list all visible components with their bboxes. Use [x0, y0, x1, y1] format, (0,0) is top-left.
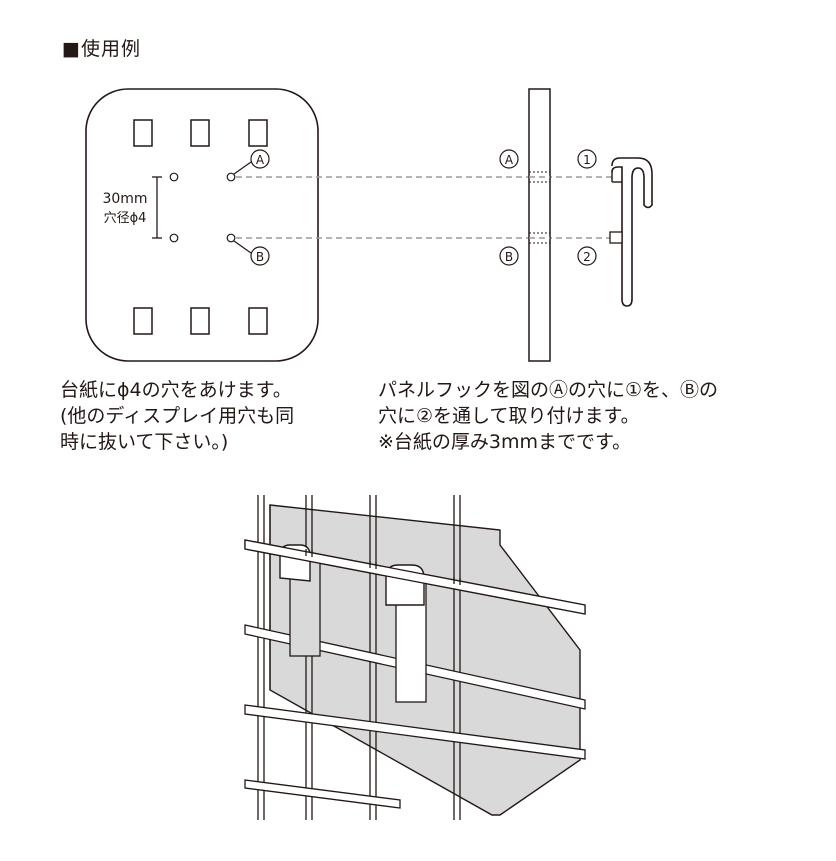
caption-right: パネルフックを図のⒶの穴に①を、Ⓑの 穴に②を通して取り付けます。 ※台紙の厚み…	[378, 379, 719, 453]
card-outline	[85, 88, 319, 362]
display-hole	[190, 119, 210, 147]
panel-hook-icon: 1 2	[577, 149, 653, 307]
dimension-label: 30mm	[102, 191, 147, 207]
marker-a-icon	[250, 149, 270, 169]
display-hole	[133, 119, 153, 147]
display-hole	[190, 307, 210, 335]
hook-hole-b	[226, 233, 236, 243]
display-hole	[248, 307, 268, 335]
hook-hole	[169, 172, 179, 182]
side-marker-b-icon	[499, 246, 519, 266]
side-marker-b-label: B	[505, 250, 513, 264]
step-2-icon	[577, 246, 597, 266]
guide-lines	[236, 176, 612, 239]
hook-hole-a	[226, 172, 236, 182]
step-1-label: 1	[583, 153, 591, 167]
step-2-label: 2	[583, 250, 591, 264]
hole-diameter-label: 穴径ϕ4	[104, 211, 147, 226]
marker-a-label: A	[256, 153, 265, 167]
card-front-view: 30mm 穴径ϕ4 A B	[85, 88, 319, 362]
step-1-icon	[577, 149, 597, 169]
page-title: ■使用例	[62, 38, 141, 60]
marker-b-label: B	[256, 250, 264, 264]
wire-mesh-illustration	[244, 495, 586, 820]
display-hole	[133, 307, 153, 335]
marker-b-icon	[250, 246, 270, 266]
hook-hole	[169, 233, 179, 243]
side-marker-a-label: A	[505, 153, 514, 167]
card-side-view: A B	[499, 88, 551, 362]
side-marker-a-icon	[499, 149, 519, 169]
caption-left: 台紙にϕ4の穴をあけます。 (他のディスプレイ用穴も同 時に抜いて下さい。)	[60, 379, 295, 453]
display-hole	[248, 119, 268, 147]
